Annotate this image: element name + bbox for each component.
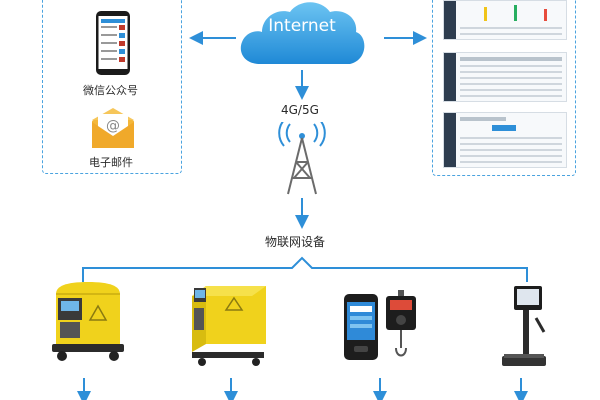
dashboard-screenshot-icon <box>443 0 567 40</box>
yellow-waste-cart-icon <box>52 282 124 361</box>
notification-channels-panel <box>42 0 182 174</box>
email-envelope-icon: @ <box>92 108 134 148</box>
wechat-channel-label: 微信公众号 <box>83 84 138 97</box>
cloud-icon <box>240 2 365 64</box>
network-label: 4G/5G <box>281 103 319 117</box>
cell-tower-icon <box>278 122 326 195</box>
records-table-screenshot-icon <box>443 52 567 102</box>
device-bus <box>82 256 528 282</box>
yellow-waste-cabinet-icon <box>192 286 266 366</box>
floor-scale-terminal-icon <box>502 286 546 366</box>
internet-cloud: Internet <box>236 0 368 70</box>
email-channel-label: 电子邮件 <box>89 156 133 169</box>
internet-label: Internet <box>268 16 336 36</box>
report-screenshot-icon <box>443 112 567 168</box>
smartphone-icon <box>96 11 130 75</box>
iot-devices-label: 物联网设备 <box>265 235 326 249</box>
handheld-terminal-with-scale-icon <box>344 290 416 360</box>
platform-panel <box>432 0 576 176</box>
svg-text:@: @ <box>106 118 120 134</box>
